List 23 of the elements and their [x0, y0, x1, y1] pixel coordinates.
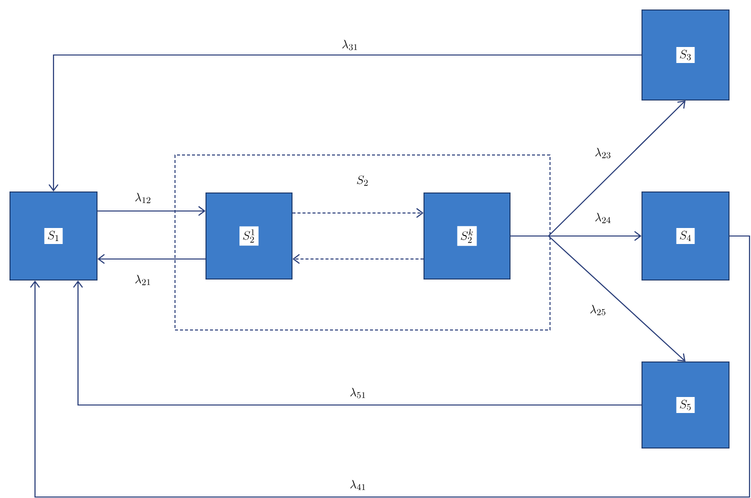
edge-label: $\lambda_{23}$	[594, 146, 612, 160]
edge-label: $\lambda_{25}$	[588, 304, 608, 316]
arrow	[73, 280, 642, 406]
edge-label: $\lambda_{21}$	[134, 274, 152, 286]
edge-label: $\lambda_{24}$	[594, 212, 612, 224]
edge-label: $\lambda_{12}$	[134, 192, 152, 204]
arrow	[510, 235, 686, 362]
arrow	[98, 254, 206, 264]
state-box: $S_4$	[642, 192, 730, 280]
arrow	[292, 208, 424, 218]
edge-label: $\lambda_{51}$	[348, 386, 368, 400]
state-box: $S_2^1$	[206, 192, 292, 280]
state-box: $S_3$	[642, 10, 730, 100]
arrow	[292, 254, 424, 264]
arrow	[98, 206, 206, 216]
arrow	[48, 54, 642, 192]
edge-label: $\lambda_{41}$	[348, 478, 368, 492]
state-box: $S_1$	[10, 192, 98, 280]
group-label: $S_2$	[356, 175, 368, 186]
state-box: $S_5$	[642, 362, 730, 448]
state-box: $S_2^k$	[424, 192, 510, 280]
edge-label: $\lambda_{31}$	[340, 38, 360, 52]
arrow	[30, 235, 750, 498]
